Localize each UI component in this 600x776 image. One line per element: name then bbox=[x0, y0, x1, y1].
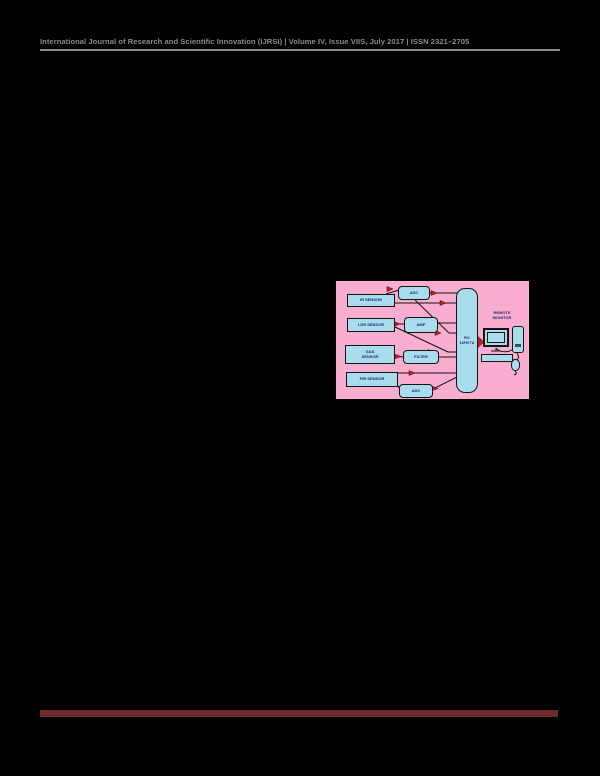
sensor-box-3: GAS SENSOR bbox=[345, 345, 395, 364]
sensor-box-2: LDR SENSOR bbox=[347, 318, 395, 332]
mouse-icon bbox=[511, 359, 520, 371]
microcontroller-line1: PIC bbox=[464, 336, 470, 341]
conditioner-box-1: ADC bbox=[398, 286, 430, 300]
conditioner-box-3-label: FILTER bbox=[414, 353, 428, 359]
sensor-box-1-label: IR SENSOR bbox=[359, 297, 382, 303]
footer-rule bbox=[40, 710, 558, 717]
conditioner-box-4: ADC bbox=[399, 384, 433, 398]
microcontroller-line2: 16F877A bbox=[459, 340, 475, 345]
sensor-box-2-label: LDR SENSOR bbox=[357, 321, 385, 327]
monitor-icon bbox=[483, 328, 509, 347]
pc-section-label-line1: REMOTE bbox=[493, 310, 511, 315]
keyboard-icon bbox=[481, 354, 513, 362]
monitor-screen bbox=[487, 332, 505, 343]
journal-header: International Journal of Research and Sc… bbox=[40, 37, 560, 51]
phone-icon bbox=[512, 326, 524, 353]
microcontroller-box: PIC 16F877A bbox=[456, 288, 478, 393]
conditioner-box-2: AMP bbox=[404, 317, 438, 333]
phone-band bbox=[515, 344, 521, 347]
sensor-box-3-label: GAS bbox=[365, 348, 375, 354]
pc-section-label-line2: MONITOR bbox=[492, 314, 512, 320]
conditioner-box-3: FILTER bbox=[403, 350, 439, 364]
sensor-box-3-label2: SENSOR bbox=[361, 353, 379, 359]
sensor-box-1: IR SENSOR bbox=[347, 294, 395, 307]
block-diagram-figure: IR SENSOR LDR SENSOR GAS SENSOR PIR SENS… bbox=[336, 281, 529, 399]
sensor-box-4: PIR SENSOR bbox=[346, 372, 398, 387]
conditioner-box-2-label: AMP bbox=[416, 321, 426, 327]
conditioner-box-4-label: ADC bbox=[411, 387, 421, 393]
sensor-box-4-label: PIR SENSOR bbox=[359, 376, 385, 382]
pc-section-label: REMOTE MONITOR bbox=[484, 310, 520, 321]
conditioner-box-1-label: ADC bbox=[409, 289, 419, 295]
